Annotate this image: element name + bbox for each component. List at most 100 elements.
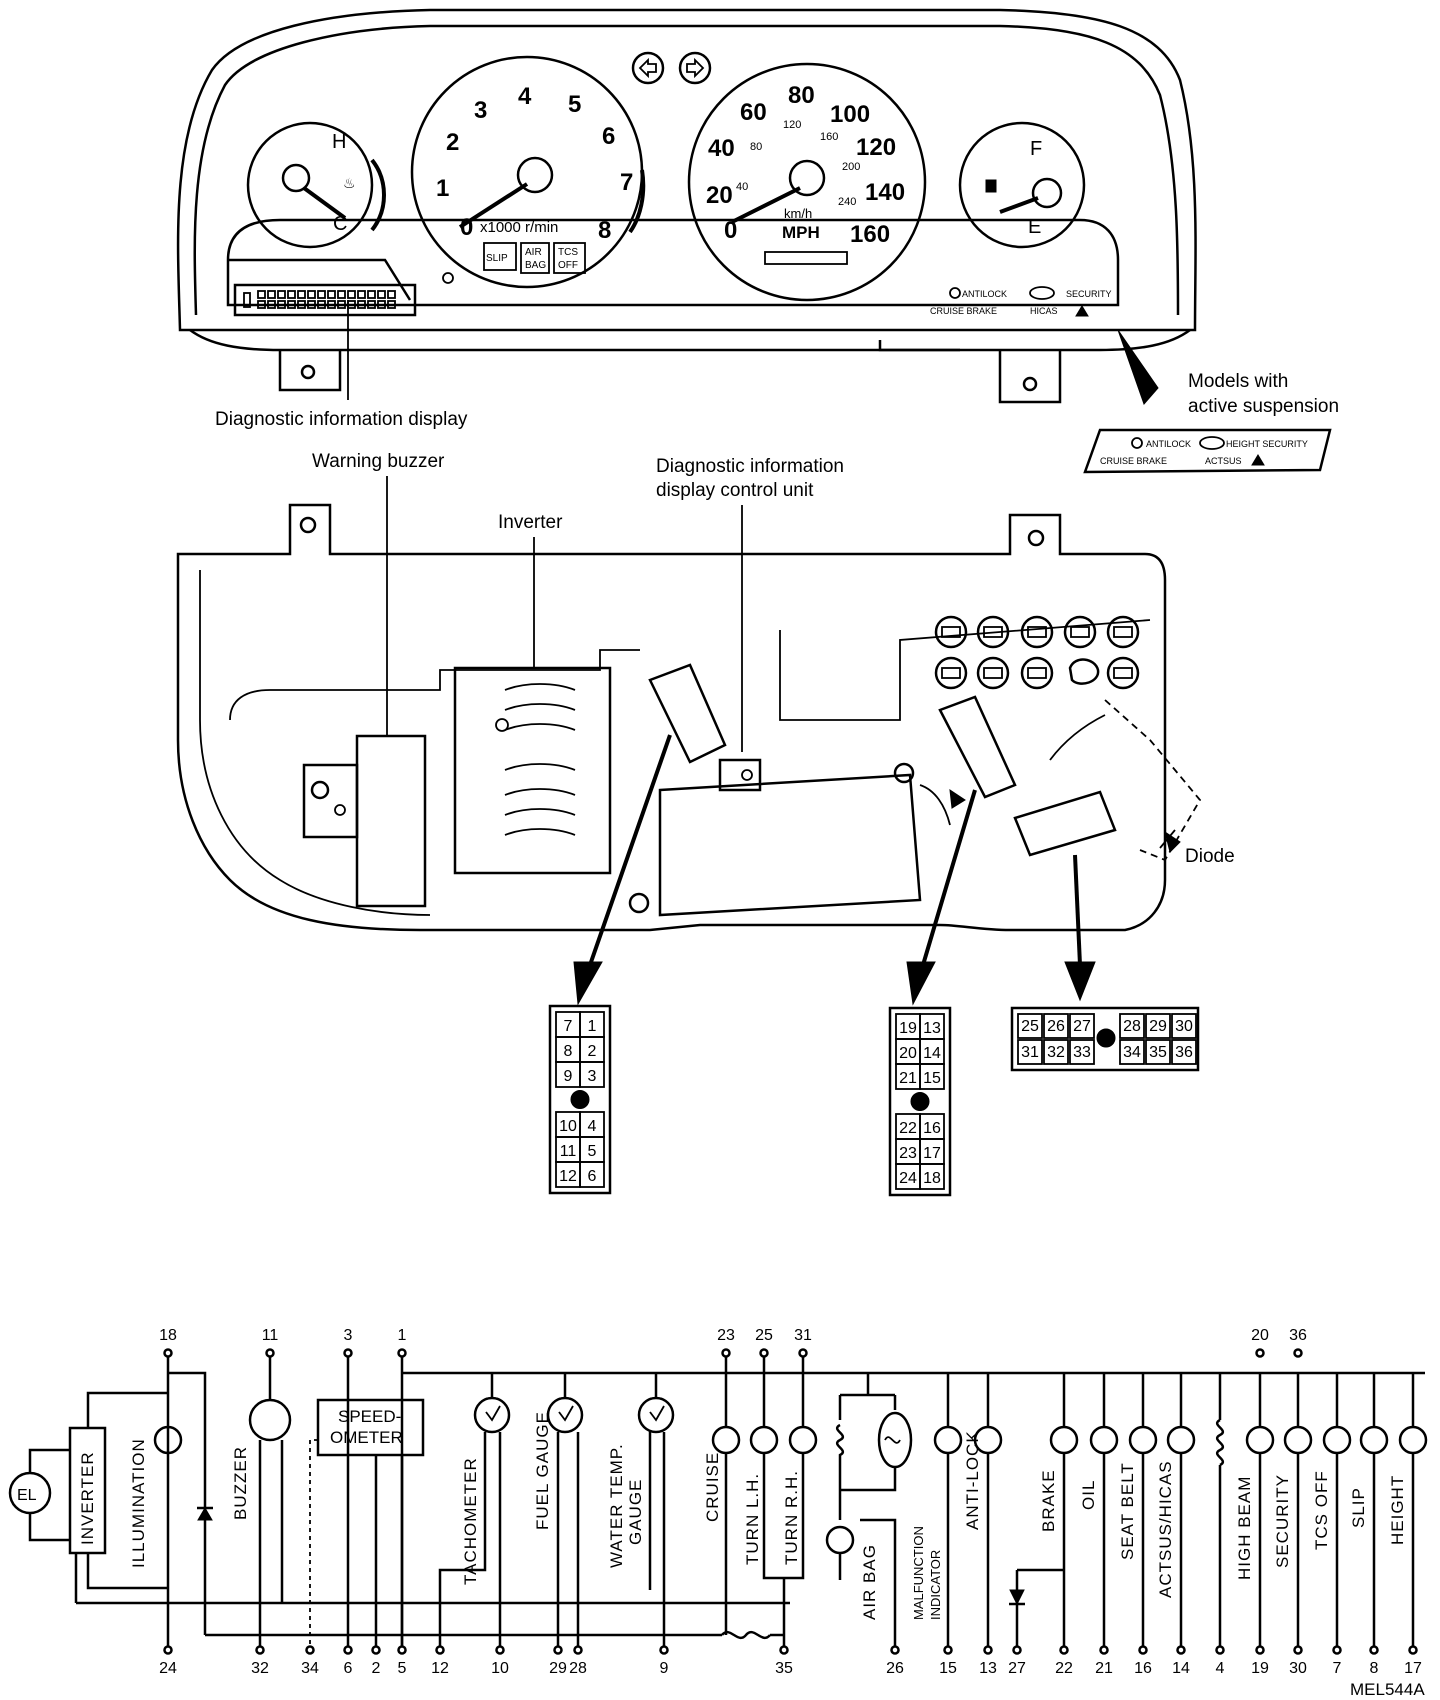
top-terminal-label: 20 — [1251, 1327, 1269, 1344]
diagnostic-display-matrix — [243, 290, 396, 309]
turn-lamps: TURN L.H. TURN R.H. — [743, 1353, 818, 1650]
connector-a-cell — [579, 1161, 605, 1188]
connector-a-pin-label: 10 — [559, 1118, 577, 1135]
diode-symbol-icon — [197, 1507, 213, 1521]
lamp-tcs-2: OFF — [558, 260, 578, 271]
connector-c-pin-label: 25 — [1021, 1018, 1039, 1035]
temp-symbol-icon: ♨ — [343, 175, 356, 191]
bottom-terminal-label: 21 — [1095, 1660, 1113, 1677]
connector-a-pin-label: 4 — [588, 1118, 597, 1135]
connector-c-pin-label: 33 — [1073, 1044, 1091, 1061]
bottom-terminal-label: 2 — [372, 1660, 381, 1677]
water-text-2: GAUGE — [626, 1479, 645, 1545]
oil-text: OIL — [1079, 1480, 1098, 1510]
connector-b-pin-label: 23 — [899, 1145, 917, 1162]
height-text: HEIGHT — [1388, 1475, 1407, 1545]
bottom-terminal-label: 14 — [1172, 1660, 1190, 1677]
seat-belt-text: SEAT BELT — [1118, 1462, 1137, 1560]
tach-num-8: 8 — [598, 217, 611, 244]
fuel-f-label: F — [1030, 138, 1042, 160]
warning-plate-active: ANTILOCK HEIGHT SECURITY CRUISE BRAKE AC… — [1083, 428, 1332, 474]
speed-mph-0: 0 — [724, 217, 737, 244]
speed-kmh-240: 240 — [838, 196, 856, 208]
security-lamp-icon — [1283, 1425, 1313, 1455]
connector-b-pin-label: 18 — [923, 1170, 941, 1187]
resistor-icon — [721, 1630, 771, 1640]
bottom-terminal-label: 29 — [549, 1660, 567, 1677]
speed-mph-140: 140 — [865, 179, 905, 206]
connector-b-pin-label: 15 — [923, 1070, 941, 1087]
fuel-e-label: E — [1028, 216, 1041, 238]
connector-a-pin-label: 1 — [588, 1018, 597, 1035]
connector-b-pin-label: 24 — [899, 1170, 917, 1187]
slip-lamp-icon — [1359, 1425, 1389, 1455]
diag-unit-label-2: display control unit — [656, 480, 814, 501]
figure-code: MEL544A — [1350, 1680, 1425, 1699]
bottom-terminal-label: 24 — [159, 1660, 177, 1677]
connector-a-key-dot — [570, 1090, 590, 1109]
speed-mph-60: 60 — [740, 99, 767, 126]
bottom-terminal-label: 5 — [398, 1660, 407, 1677]
water-temp-meter: WATER TEMP. GAUGE — [607, 1373, 675, 1650]
connector-c-pin-label: 36 — [1175, 1044, 1193, 1061]
bottom-terminal-label: 32 — [251, 1660, 269, 1677]
tach-num-7: 7 — [620, 169, 633, 196]
connector-c-pin-label: 35 — [1149, 1044, 1167, 1061]
connector-b-pin-label: 21 — [899, 1070, 917, 1087]
diag-unit-label-1: Diagnostic information — [656, 456, 844, 477]
warning-buzzer-label: Warning buzzer — [312, 451, 445, 472]
plate-std-l2b: HICAS — [1030, 306, 1058, 316]
bottom-terminal-label: 30 — [1289, 1660, 1307, 1677]
connector-c-pin-label: 34 — [1123, 1044, 1141, 1061]
connector-b-pin-label: 16 — [923, 1120, 941, 1137]
bottom-terminal-label: 6 — [344, 1660, 353, 1677]
models-label-2: active suspension — [1188, 396, 1339, 417]
speed-unit-mph: MPH — [782, 223, 820, 242]
lamp-airbag-1: AIR — [525, 247, 542, 258]
top-terminal-label: 3 — [344, 1327, 353, 1344]
actsus-lamp-icon — [1166, 1425, 1196, 1455]
speed-mph-120: 120 — [856, 134, 896, 161]
turn-right-icon — [678, 51, 712, 85]
speed-mph-40: 40 — [708, 135, 735, 162]
tach-unit: x1000 r/min — [480, 219, 558, 236]
speed-mph-160: 160 — [850, 221, 890, 248]
connector-b-pin-label: 19 — [899, 1020, 917, 1037]
cluster-rear: Warning buzzer Inverter Diagnostic infor… — [176, 451, 1235, 1006]
connector-a-pin-label: 9 — [564, 1068, 573, 1085]
bottom-terminal-label: 35 — [775, 1660, 793, 1677]
models-arrow — [1117, 329, 1159, 405]
speed-unit-kmh: km/h — [784, 206, 812, 221]
tach-num-2: 2 — [446, 129, 459, 156]
connector-c-pin-label: 30 — [1175, 1018, 1193, 1035]
tach-num-6: 6 — [602, 123, 615, 150]
speed-kmh-160: 160 — [820, 131, 838, 143]
tach-num-5: 5 — [568, 91, 581, 118]
plate-act-l2a: CRUISE BRAKE — [1100, 456, 1167, 466]
connector-a-pin-label: 11 — [560, 1143, 577, 1160]
schematic: EL INVERTER ILLUMINATION BUZZER SPEED- O… — [8, 1327, 1428, 1699]
tachometer-gauge: 0 1 2 3 4 5 6 7 8 x1000 r/min SLIP AIR B… — [410, 55, 646, 289]
bottom-terminal-label: 10 — [491, 1660, 509, 1677]
top-terminal-label: 23 — [717, 1327, 735, 1344]
connector-b-key-dot — [910, 1092, 930, 1111]
connector-b-pin-label: 14 — [923, 1045, 941, 1062]
bottom-terminal-label: 19 — [1251, 1660, 1269, 1677]
top-terminal-label: 18 — [159, 1327, 177, 1344]
temp-gauge: H C ♨ — [246, 121, 386, 249]
fuel-meter: FUEL GAUGE — [533, 1373, 584, 1650]
bottom-terminal-label: 12 — [431, 1660, 449, 1677]
speed-kmh-200: 200 — [842, 161, 860, 173]
anti-lock-text: ANTI-LOCK — [963, 1430, 982, 1530]
tcs-off-lamp-icon — [1322, 1425, 1352, 1455]
cluster-front: H C ♨ 0 1 2 3 4 5 6 7 8 x1000 r/min SLIP… — [176, 8, 1339, 474]
turn-lh-text: TURN L.H. — [743, 1473, 762, 1565]
brake-lamp-icon — [1049, 1425, 1079, 1455]
tach-num-0: 0 — [460, 214, 473, 241]
bottom-terminal-label: 7 — [1333, 1660, 1342, 1677]
top-terminal-label: 11 — [262, 1327, 279, 1344]
speed-kmh-80: 80 — [750, 141, 762, 153]
